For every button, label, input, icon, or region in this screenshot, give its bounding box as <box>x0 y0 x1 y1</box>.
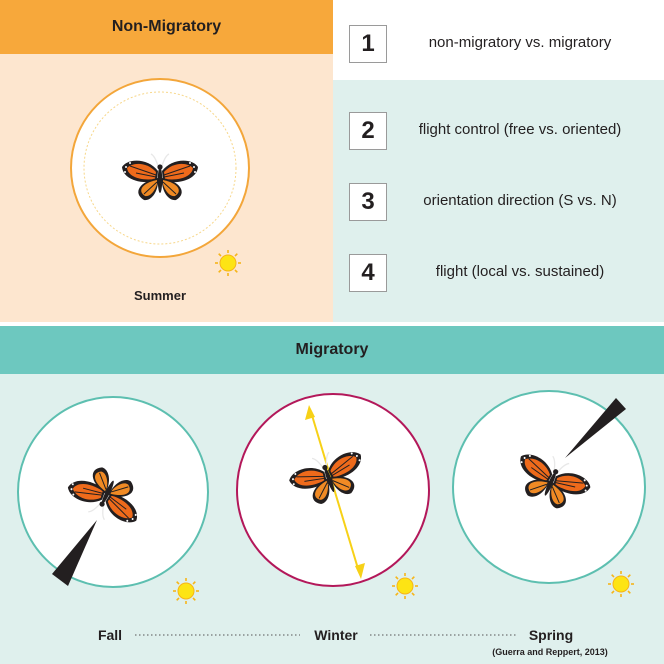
fall-label: Fall <box>97 627 123 643</box>
winter-label: Winter <box>314 627 358 643</box>
spring-direction-wedge <box>565 398 626 458</box>
winter-sun-icon <box>391 572 419 600</box>
fall-direction-wedge <box>52 520 97 586</box>
citation: (Guerra and Reppert, 2013) <box>492 647 608 657</box>
criterion-text-3: orientation direction (S vs. N) <box>423 192 617 209</box>
summer-arena-inner-ring <box>83 91 237 245</box>
winter-axis-line <box>310 411 360 573</box>
migratory-title: Migratory <box>295 341 369 358</box>
non-migratory-header: Non-Migratory <box>0 0 333 54</box>
spring-sun-icon <box>607 570 635 598</box>
summer-label: Summer <box>133 288 187 303</box>
fall-sun-icon <box>172 577 200 605</box>
migratory-header: Migratory <box>0 326 664 374</box>
criterion-number-2: 2 <box>349 112 387 150</box>
criterion-text-4: flight (local vs. sustained) <box>435 263 605 280</box>
spring-label: Spring <box>528 627 574 643</box>
criterion-text-1: non-migratory vs. migratory <box>428 34 612 51</box>
criterion-number-1: 1 <box>349 25 387 63</box>
criterion-text-2: flight control (free vs. oriented) <box>418 121 622 138</box>
summer-sun-icon <box>214 249 242 277</box>
criteria-panel <box>333 80 664 322</box>
winter-arrow-down <box>355 563 365 579</box>
non-migratory-title: Non-Migratory <box>111 18 222 35</box>
criterion-number-4: 4 <box>349 254 387 292</box>
criterion-number-3: 3 <box>349 183 387 221</box>
winter-arrow-up <box>305 405 315 420</box>
